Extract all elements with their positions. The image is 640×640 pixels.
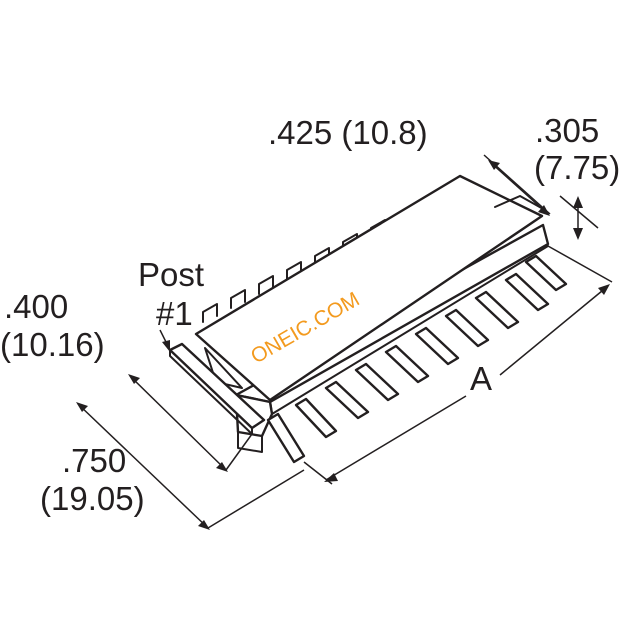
label-overall-mm: (19.05) [40,480,145,517]
post-1-edge [169,349,253,435]
label-top-depth-mm: (7.75) [534,149,620,186]
label-post-pitch-in: .400 [4,288,68,325]
front-pin [324,380,370,420]
back-pin [286,261,302,281]
label-overall-in: .750 [62,442,126,479]
connector-body [194,174,550,453]
body-notch [494,195,546,211]
front-pin [384,344,430,384]
dim-post-pitch [128,329,253,472]
front-pin [444,308,490,348]
front-pin [524,254,568,292]
back-pin [258,275,274,295]
front-pin [266,412,306,464]
front-pin [354,362,400,402]
label-post: Post [138,256,204,293]
front-pin [504,272,550,312]
label-post-pitch-mm: (10.16) [0,326,105,363]
post-1-blade [168,342,266,430]
front-pin [474,290,520,330]
front-pin [414,326,460,366]
body-left-foot [237,431,263,453]
label-length-a: A [470,360,492,397]
label-post-number: #1 [156,295,193,332]
dim-overall [76,402,305,530]
label-top-width: .425 (10.8) [268,114,428,151]
body-top-face [194,174,544,402]
front-pin-row [266,254,568,464]
label-top-depth-in: .305 [535,112,599,149]
front-pin [294,397,338,439]
post-1 [168,342,266,435]
back-pin [202,303,218,323]
dim-top-width [488,160,550,216]
back-pin [230,289,246,309]
body-chamfer [204,347,243,389]
dim-length-a [303,245,613,485]
